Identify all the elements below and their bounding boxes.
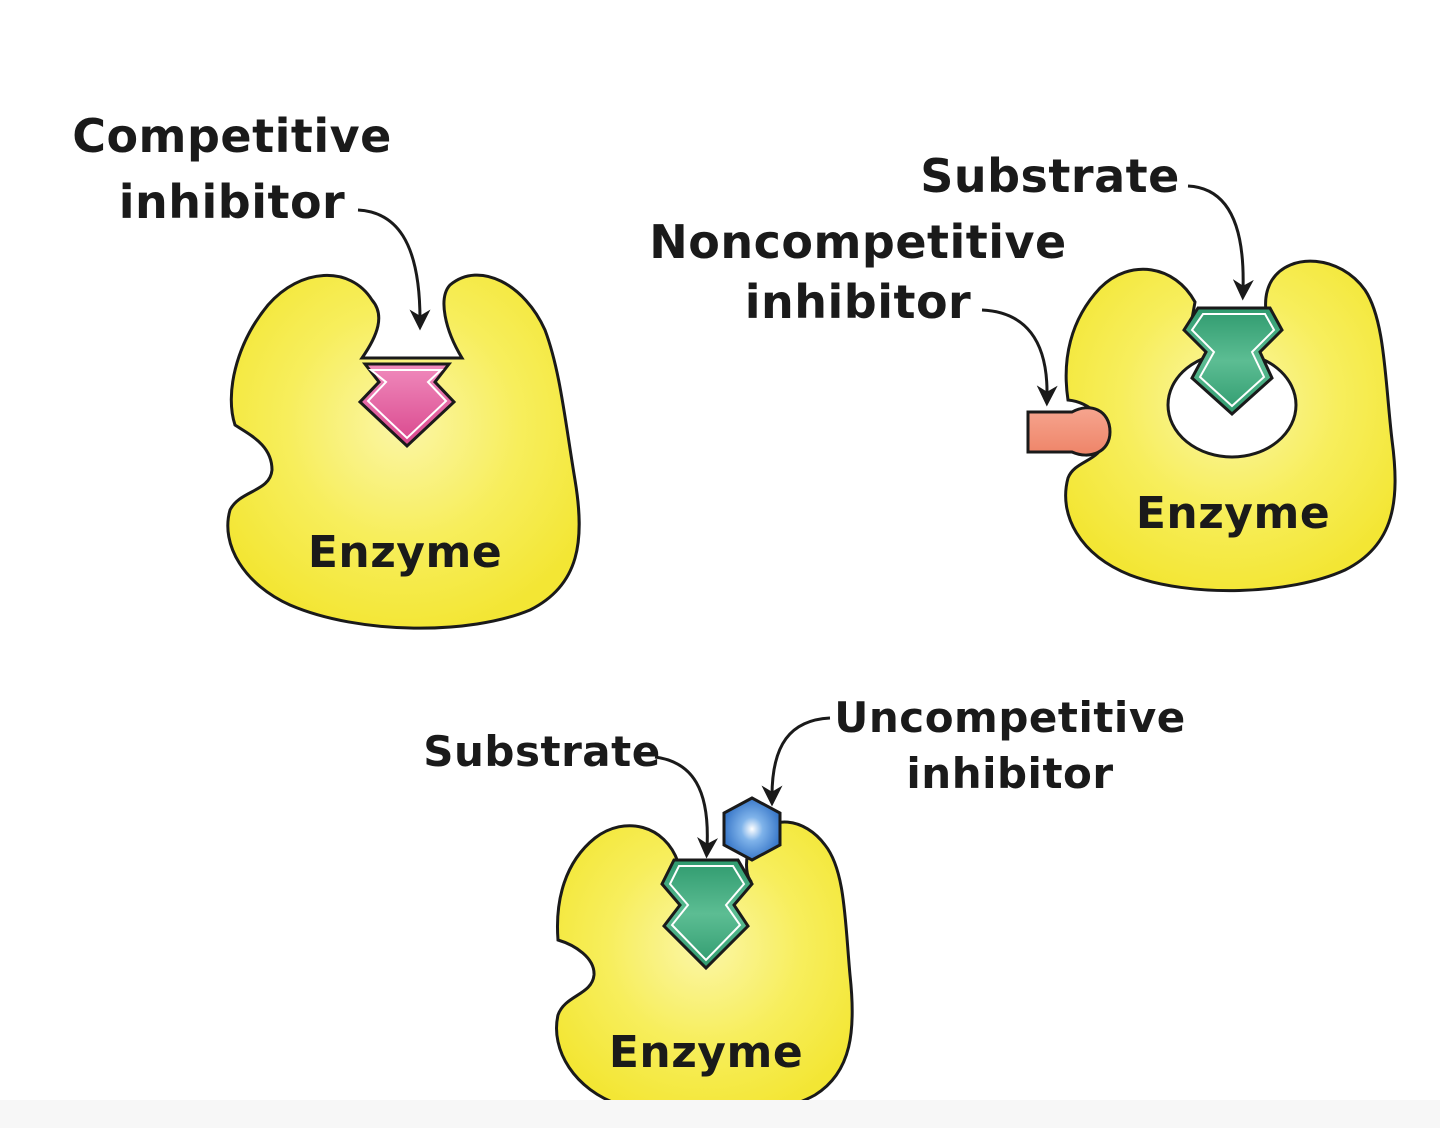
uncompetitive-inhibitor-shape bbox=[722, 796, 782, 862]
noncompetitive-arrow bbox=[981, 308, 1058, 407]
enzyme-label: Enzyme bbox=[609, 1027, 803, 1078]
noncompetitive-label-line2: inhibitor bbox=[745, 275, 972, 329]
substrate-arrow bbox=[1187, 184, 1254, 301]
substrate-outline-highlight bbox=[1190, 313, 1276, 408]
competitive-panel: Competitive inhibitor Enzyme bbox=[72, 109, 581, 630]
competitive-label-line2: inhibitor bbox=[119, 175, 346, 229]
noncompetitive-panel: Substrate Noncompetitive inhibitor Enzym… bbox=[649, 149, 1397, 593]
substrate-arrow bbox=[654, 755, 719, 859]
enzyme-label: Enzyme bbox=[1136, 488, 1330, 539]
uncompetitive-arrow bbox=[761, 716, 831, 807]
noncompetitive-label-line1: Noncompetitive bbox=[649, 215, 1066, 269]
substrate-outline-highlight bbox=[668, 865, 746, 962]
uncompetitive-panel: Substrate Uncompetitive inhibitor Enzyme bbox=[423, 693, 1185, 1119]
uncompetitive-label-line1: Uncompetitive bbox=[834, 693, 1185, 742]
bottom-strip bbox=[0, 1100, 1440, 1128]
noncompetitive-inhibitor-shape bbox=[1026, 406, 1112, 457]
competitive-label-line1: Competitive bbox=[72, 109, 392, 163]
inhibitor-outline-highlight bbox=[366, 369, 448, 440]
competitive-arrow bbox=[357, 208, 431, 331]
enzyme-label: Enzyme bbox=[308, 527, 502, 578]
substrate-shape bbox=[660, 858, 754, 971]
uncompetitive-label-line2: inhibitor bbox=[906, 749, 1113, 798]
substrate-shape bbox=[1182, 306, 1284, 417]
substrate-label: Substrate bbox=[423, 727, 660, 776]
enzyme-shape bbox=[226, 273, 581, 630]
substrate-label: Substrate bbox=[920, 149, 1180, 203]
